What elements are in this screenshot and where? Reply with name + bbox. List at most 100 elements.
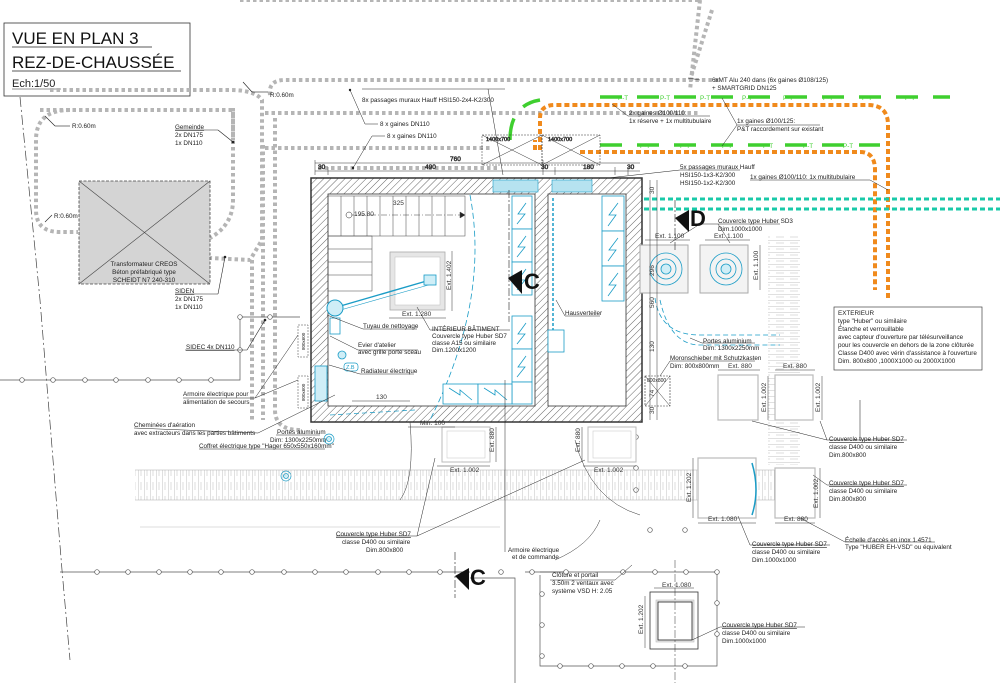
right-annotations: Couvercle type Huber SD3 Dim.1000x1000 P… <box>659 218 983 564</box>
gemeinde-title: Gemeinde <box>175 124 205 131</box>
moro-label-1: Moronschieber mit Schutzkasten <box>670 355 762 362</box>
armoire-cmd-label-1: Armoire électrique <box>508 547 560 554</box>
dim-130: 130 <box>376 394 387 401</box>
passages-hauff-5x-label-2: HSI150-1x3-K2/300 <box>680 172 736 179</box>
wall-openings: 1400x700 1400x700 <box>481 134 601 166</box>
paving-strip-vertical <box>768 235 800 465</box>
ext-880-d: Ext. 880 <box>575 428 582 452</box>
sd7-c-label-2: classe D400 ou similaire <box>752 549 821 556</box>
ext-1202-a: Ext. 1.202 <box>686 472 693 502</box>
mt-alu-label-2: + SMARTGRID DN125 <box>712 85 777 92</box>
coffret-label: Coffret électrique type "Hager 650x550x1… <box>199 443 334 450</box>
zb-mark: Z.B <box>346 365 355 371</box>
property-line <box>19 96 71 661</box>
radiateur-label: Radiateur électrique <box>361 368 418 375</box>
radius-label-3: R:0.60m <box>270 92 294 99</box>
radius-label-2: R:0.60m <box>54 213 78 220</box>
portes-2-label-2: Dim: 1300x2250mm <box>703 345 759 352</box>
door-swings <box>399 421 641 561</box>
section-c-bottom: C <box>454 552 486 598</box>
sd7-b-label-3: Dim.800x800 <box>829 496 867 503</box>
gray-conduit-runs <box>34 0 720 432</box>
pt-tag: P-T <box>783 95 793 102</box>
sd7-c-label-1: Couvercle type Huber SD7 <box>752 541 827 548</box>
sd7-a-label-2: classe D400 ou similaire <box>829 444 898 451</box>
sd3-label-1: Couvercle type Huber SD3 <box>718 218 793 225</box>
section-marker-c-top: C <box>524 269 540 294</box>
exterieur-line-7: Dim. 800x800 ,1000X1000 ou 2000X1000 <box>838 358 956 365</box>
armoire-secours-label-1: Armoire électrique pour <box>183 391 248 398</box>
sd7-a-label-3: Dim.800x800 <box>829 452 867 459</box>
passages-hauff-5x-label-1: 5x passages muraux Hauff <box>680 164 755 171</box>
gen-box-1: 800x600 <box>301 332 306 350</box>
interieur-label-4: Dim.1200x1200 <box>432 347 477 354</box>
side-dim-130: 130 <box>649 341 656 352</box>
ext-1100-c: Ext. 1.100 <box>753 250 760 280</box>
exterieur-line-2: type "Huber" ou similaire <box>838 318 907 325</box>
dim-760: 760 <box>450 156 461 163</box>
ext-1080-b: Ext. 1.080 <box>662 582 692 589</box>
bottom-annotations: Couvercle type Huber SD7 classe D400 ou … <box>336 380 805 645</box>
exterieur-line-5: pour les couvercle en dehors de la zone … <box>838 342 974 349</box>
pt-tag: P-T <box>618 95 628 102</box>
stairs-dim: 325 <box>393 200 404 207</box>
left-annotations: 800x600 800x600 Armoire électrique pour … <box>133 324 416 482</box>
pt-tag: P-T <box>905 95 915 102</box>
exterieur-line-3: Étanche et verrouillable <box>838 324 904 333</box>
gaine-multitubulaire-label: 1x gaines Ø100/110: 1x multitubulaire <box>750 174 856 181</box>
pt-tag: P-T <box>700 95 710 102</box>
top-dimension-lines: 30 490 760 30 180 30 <box>314 156 640 175</box>
interieur-label-1: INTÉRIEUR BÂTIMENT <box>432 324 500 333</box>
exterieur-line-6: Classe D400 avec vérin d'assistance à l'… <box>838 350 977 357</box>
echelle-label-2: Type "HUBER EH-VSD" ou équivalent <box>845 544 952 551</box>
evier-label-2: avec grille porte sceau <box>358 349 422 356</box>
section-marker-d: D <box>690 206 706 231</box>
gemeinde-line-2: 1x DN110 <box>175 140 203 147</box>
evier-label-1: Evier d'atelier <box>358 342 396 349</box>
hatch-int-height: Ext. 1.402 <box>446 260 453 290</box>
gemeinde-line-1: 2x DN175 <box>175 132 203 139</box>
section-d: D <box>674 200 706 250</box>
interieur-label-2: Couvercle type Huber SD7 <box>432 333 507 340</box>
mt-alu-label-1: 6xMT Alu 240 dans (6x gaines Ø108/125) <box>712 77 828 84</box>
echelle-label-1: Échelle d'accès en inox 1.4571 <box>845 535 932 544</box>
network-gemeinde: Gemeinde 2x DN175 1x DN110 <box>175 124 235 147</box>
dim-490: 490 <box>425 164 436 171</box>
pt-tag: P-T <box>742 95 752 102</box>
pt-tag: P-T <box>722 143 732 150</box>
pt-tag: P-T <box>823 95 833 102</box>
teal-conduits <box>636 197 1000 211</box>
interior-annotations: Tuyau de nettoyage Evier d'atelier avec … <box>326 299 602 375</box>
gaines-2x-label-1: 2x gaines Ø100/110: <box>629 110 687 117</box>
title-line-1: VUE EN PLAN 3 <box>12 29 139 48</box>
orange-conduits <box>533 103 890 300</box>
sd7-a-label-1: Couvercle type Huber SD7 <box>829 436 904 443</box>
side-dimensions: 30 296 560 130 74 30 <box>649 180 658 420</box>
min-100: Min. 100 <box>420 420 445 427</box>
title-block: VUE EN PLAN 3 REZ-DE-CHAUSSÉE Ech:1/50 <box>3 22 191 97</box>
armoire-secours-label-2: alimentation de secours <box>183 399 250 406</box>
top-annotations: 8x passages muraux Hauff HSI150-2x4-K2/3… <box>348 77 889 191</box>
network-siden: SIDEN 2x DN175 1x DN110 <box>175 255 227 311</box>
radius-label-1: R:0.60m <box>72 123 96 130</box>
sd7-bottom-label-3: Dim.1000x1000 <box>722 638 767 645</box>
title-line-2: REZ-DE-CHAUSSÉE <box>12 53 174 72</box>
ext-880-a: Ext. 880 <box>728 363 752 370</box>
siden-line-2: 1x DN110 <box>175 304 203 311</box>
fence-posts <box>19 314 720 669</box>
transformer-station: Transformateur CREOS Béton préfabriqué t… <box>78 180 211 285</box>
hausverteiler-label: Hausverteiler <box>565 310 602 317</box>
cloture-label-2: 3.50m 2 ventaux avec <box>552 580 614 587</box>
gaines-8x-label-a: 8 x gaines DN110 <box>380 121 430 128</box>
portes-1-label-2: Dim: 1300x2250mm <box>270 437 326 444</box>
dim-30: 30 <box>541 164 549 171</box>
manhole-covers <box>441 244 816 683</box>
sd3-label-2: Dim.1000x1000 <box>718 226 763 233</box>
ext-1202-b: Ext. 1.202 <box>638 604 645 634</box>
ext-1002-a: Ext. 1.002 <box>761 382 768 412</box>
ext-1100-a: Ext. 1.100 <box>655 233 685 240</box>
pt-tag: P-T <box>660 95 670 102</box>
passages-hauff-5x-label-3: HSI150-1x2-K2/300 <box>680 180 736 187</box>
section-marker-c-bottom: C <box>470 565 486 590</box>
sd7-b-label-2: classe D400 ou similaire <box>829 488 898 495</box>
